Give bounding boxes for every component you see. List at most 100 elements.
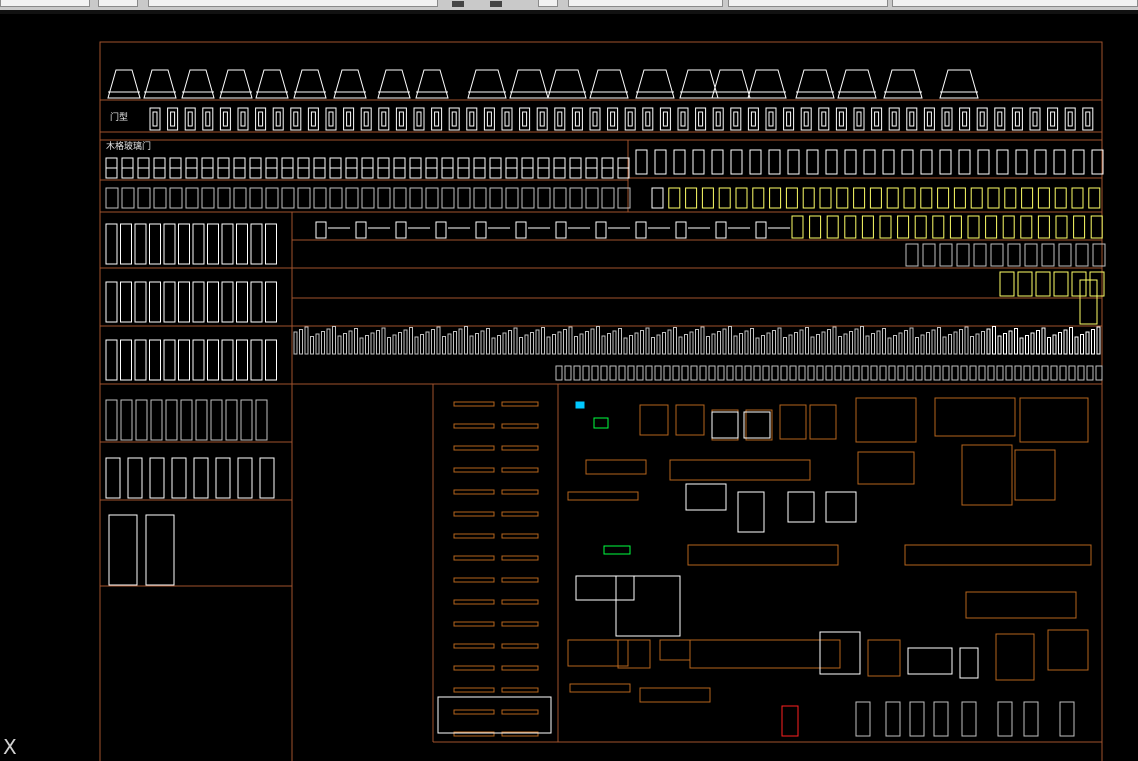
ornament-block[interactable]: [1059, 365, 1067, 381]
column-block[interactable]: [381, 327, 386, 355]
cabinet-door-block[interactable]: [393, 187, 407, 209]
door-block[interactable]: [990, 243, 1004, 267]
cabinet-door-block[interactable]: [425, 187, 439, 209]
door-block[interactable]: [184, 107, 196, 131]
cabinet-door-block[interactable]: [505, 187, 519, 209]
door-panel[interactable]: [486, 111, 492, 127]
ornament-block[interactable]: [771, 365, 779, 381]
tall-door-block[interactable]: [237, 457, 253, 499]
door-panel[interactable]: [944, 111, 950, 127]
door-block[interactable]: [1064, 107, 1076, 131]
door-block[interactable]: [730, 107, 742, 131]
tall-door-block[interactable]: [163, 223, 176, 265]
column-block[interactable]: [579, 333, 584, 355]
tall-door-block[interactable]: [207, 339, 219, 381]
moulding-block[interactable]: [453, 643, 495, 649]
ornament-block[interactable]: [1041, 365, 1049, 381]
furniture-block[interactable]: [569, 683, 631, 693]
door-block[interactable]: [818, 107, 830, 131]
column-block[interactable]: [321, 331, 325, 355]
column-block[interactable]: [403, 329, 408, 355]
door-block[interactable]: [701, 187, 714, 209]
ornament-block[interactable]: [798, 365, 806, 381]
door-block[interactable]: [1004, 187, 1017, 209]
door-block[interactable]: [869, 187, 882, 209]
ornament-block[interactable]: [1023, 365, 1031, 381]
ornament-block[interactable]: [987, 365, 995, 381]
door-block[interactable]: [903, 187, 916, 209]
cabinet-door-block[interactable]: [169, 187, 183, 209]
door-block[interactable]: [785, 187, 798, 209]
cabinet-door-block[interactable]: [617, 187, 631, 209]
column-block[interactable]: [590, 328, 595, 355]
column-block[interactable]: [695, 329, 699, 355]
moulding-block[interactable]: [501, 731, 539, 737]
ornament-block[interactable]: [753, 365, 761, 381]
furniture-block[interactable]: [615, 575, 681, 637]
window-block[interactable]: [715, 221, 727, 239]
door-block[interactable]: [466, 107, 478, 131]
cabinet-door-block[interactable]: [185, 187, 199, 209]
tall-door-block[interactable]: [225, 399, 238, 441]
yellow-door-block[interactable]: [949, 215, 962, 239]
door-block[interactable]: [695, 107, 707, 131]
column-block[interactable]: [304, 326, 309, 355]
column-block[interactable]: [909, 327, 914, 355]
door-block[interactable]: [712, 107, 724, 131]
door-block[interactable]: [1091, 149, 1104, 175]
door-block[interactable]: [589, 107, 601, 131]
door-panel[interactable]: [363, 111, 369, 127]
column-block[interactable]: [986, 328, 991, 355]
column-block[interactable]: [365, 335, 369, 355]
column-block[interactable]: [799, 329, 804, 355]
ornament-block[interactable]: [735, 365, 743, 381]
door-block[interactable]: [922, 243, 936, 267]
door-block[interactable]: [607, 107, 619, 131]
ornament-block[interactable]: [654, 365, 662, 381]
column-block[interactable]: [832, 326, 837, 355]
door-block[interactable]: [1058, 243, 1072, 267]
hood-block[interactable]: [795, 69, 835, 99]
ornament-block[interactable]: [879, 365, 887, 381]
door-panel[interactable]: [627, 111, 633, 127]
ornament-block[interactable]: [699, 365, 707, 381]
column-block[interactable]: [1036, 330, 1040, 355]
yellow-door-block[interactable]: [1073, 215, 1086, 239]
door-block[interactable]: [747, 107, 759, 131]
column-block[interactable]: [816, 334, 820, 355]
column-block[interactable]: [568, 326, 573, 355]
door-panel[interactable]: [680, 111, 686, 127]
door-block[interactable]: [906, 107, 918, 131]
ornament-block[interactable]: [681, 365, 689, 381]
hood-block[interactable]: [679, 69, 719, 99]
door-panel[interactable]: [258, 111, 264, 127]
hood-block[interactable]: [219, 69, 253, 99]
column-block[interactable]: [546, 336, 551, 355]
door-panel[interactable]: [891, 111, 897, 127]
furniture-block[interactable]: [787, 491, 815, 523]
door-panel[interactable]: [610, 111, 616, 127]
ornament-block[interactable]: [708, 365, 716, 381]
column-block[interactable]: [612, 330, 617, 355]
column-block[interactable]: [1041, 327, 1046, 355]
tall-door-block[interactable]: [105, 457, 121, 499]
yellow-door-block[interactable]: [861, 215, 874, 239]
yellow-door-block[interactable]: [844, 215, 857, 239]
moulding-block[interactable]: [501, 599, 539, 605]
moulding-block[interactable]: [501, 643, 539, 649]
cyan-block[interactable]: [575, 401, 585, 409]
door-block[interactable]: [901, 149, 914, 175]
ornament-block[interactable]: [555, 365, 563, 381]
column-block[interactable]: [420, 334, 424, 355]
yellow-door-block[interactable]: [1002, 215, 1015, 239]
furniture-block[interactable]: [1014, 449, 1056, 501]
moulding-block[interactable]: [453, 577, 495, 583]
column-block[interactable]: [761, 335, 765, 355]
door-block[interactable]: [996, 149, 1009, 175]
cabinet-door-block[interactable]: [297, 187, 311, 209]
door-panel[interactable]: [346, 111, 352, 127]
column-block[interactable]: [629, 335, 633, 355]
column-block[interactable]: [871, 333, 875, 355]
tall-door-block[interactable]: [150, 399, 163, 441]
tall-door-block[interactable]: [215, 457, 231, 499]
